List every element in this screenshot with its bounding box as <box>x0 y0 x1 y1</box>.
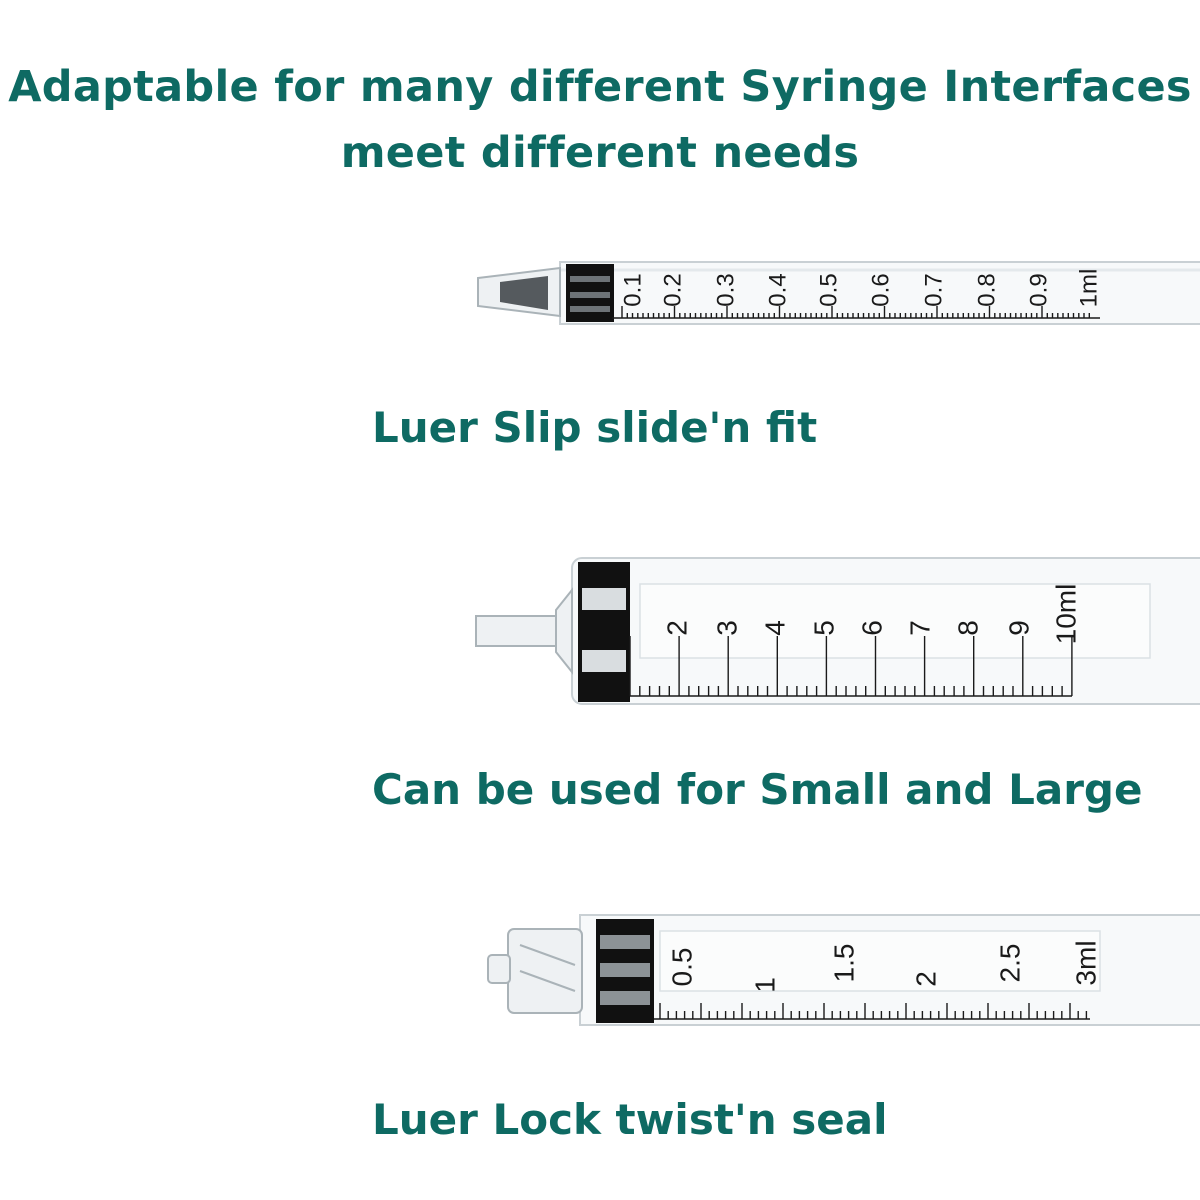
scale-label: 3 <box>711 620 742 636</box>
scale-label: 3ml <box>1070 940 1101 985</box>
scale-label: 0.1 <box>619 273 646 306</box>
scale-label: 0.3 <box>712 273 739 306</box>
scale-label: 6 <box>856 620 887 636</box>
scale-label: 1 <box>749 977 780 993</box>
caption-small-and-large: Can be used for Small and Large <box>372 765 1143 814</box>
scale-label: 2.5 <box>994 944 1025 983</box>
luer-slip-tip <box>475 615 557 647</box>
syringe-1ml-image: 0.1 0.2 0.3 0.4 0.5 0.6 0.7 0.8 0.9 1ml <box>477 261 1200 325</box>
scale-label: 0.5 <box>666 948 697 987</box>
scale-label: 5 <box>808 620 839 636</box>
scale-label: 2 <box>661 620 692 636</box>
scale-label: 7 <box>904 620 935 636</box>
scale-label: 0.6 <box>867 273 894 306</box>
scale-label: 0.7 <box>920 273 947 306</box>
scale-label: 0.5 <box>815 273 842 306</box>
scale-label: 10ml <box>1050 584 1081 645</box>
caption-luer-slip: Luer Slip slide'n fit <box>372 403 818 452</box>
plunger-stopper <box>578 562 630 702</box>
scale-label: 8 <box>952 620 983 636</box>
syringe-10ml-image: 2 3 4 5 6 7 8 9 10ml <box>475 557 1200 705</box>
scale-labels: 0.1 0.2 0.3 0.4 0.5 0.6 0.7 0.8 0.9 1ml <box>619 269 1102 308</box>
scale-label: 2 <box>910 971 941 987</box>
scale-label: 0.8 <box>973 273 1000 306</box>
caption-luer-lock: Luer Lock twist'n seal <box>372 1095 888 1144</box>
scale-label: 0.9 <box>1025 273 1052 306</box>
headline-line-2: meet different needs <box>340 128 860 178</box>
graduation-ticks <box>629 636 1073 696</box>
headline-line-1: Adaptable for many different Syringe Int… <box>8 62 1192 112</box>
scale-label: 1ml <box>1075 269 1102 308</box>
scale-label: 1.5 <box>828 944 859 983</box>
graduation-ticks <box>659 1003 1088 1019</box>
graduation-ticks <box>621 306 1091 318</box>
scale-labels: 0.5 1 1.5 2 2.5 3ml <box>666 940 1101 992</box>
syringe-3ml-image: 0.5 1 1.5 2 2.5 3ml <box>487 914 1200 1026</box>
luer-lock-collar <box>507 928 583 1014</box>
scale-label: 9 <box>1003 620 1034 636</box>
scale-label: 4 <box>759 620 790 636</box>
scale-labels: 2 3 4 5 6 7 8 9 10ml <box>661 584 1081 645</box>
scale-label: 0.2 <box>659 273 686 306</box>
scale-label: 0.4 <box>764 273 791 306</box>
